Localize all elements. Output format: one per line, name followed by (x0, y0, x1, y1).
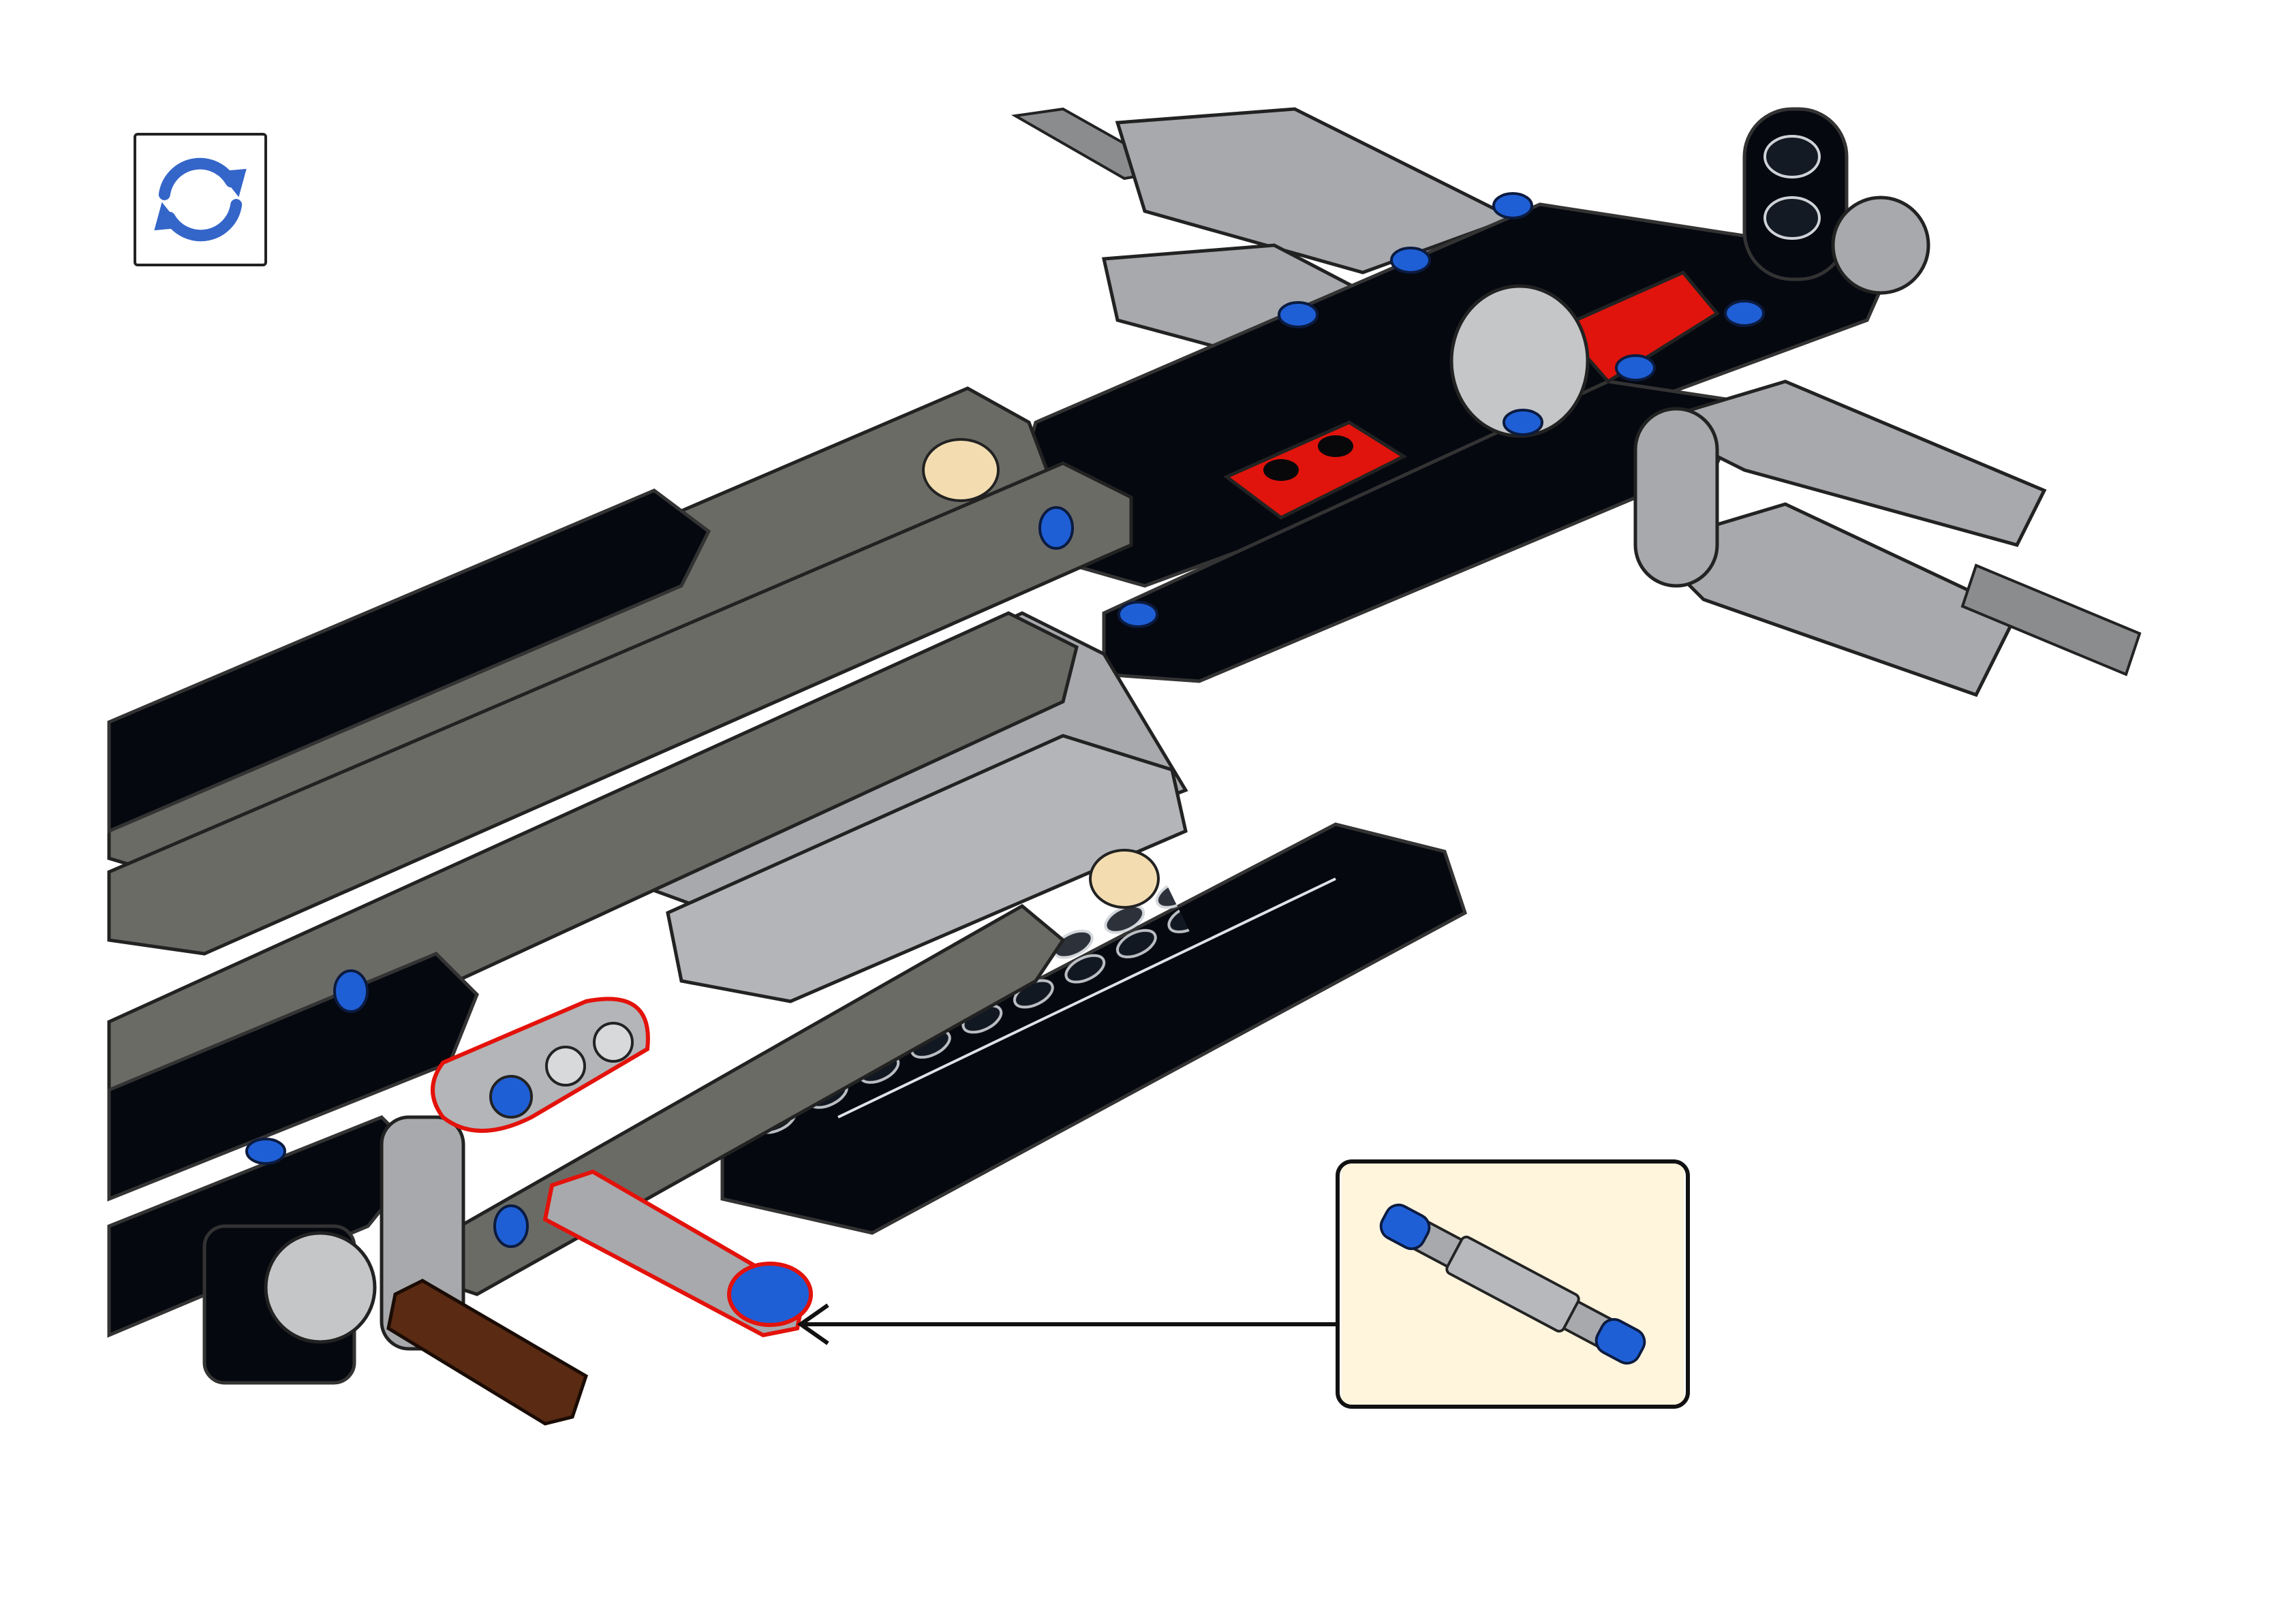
black-assembly-left (107, 488, 711, 1385)
gray-gear (1831, 196, 1930, 295)
rotate-indicator (134, 133, 267, 266)
gray-frame-right (1633, 379, 2142, 698)
black-post (1742, 107, 1849, 281)
dark-gray-beam-upper (107, 386, 1133, 956)
blue-pins (245, 192, 1765, 1248)
tan-connector-upper (922, 438, 1000, 502)
gray-cylinder (1449, 284, 1590, 438)
new-beam-highlight (431, 997, 650, 1133)
brown-axle (386, 1279, 589, 1426)
parts-callout (1336, 1159, 1690, 1409)
red-plate (1223, 420, 1408, 520)
new-pin-highlight (542, 1169, 813, 1338)
insert-arrow (797, 1303, 1339, 1345)
tan-connector-lower (1089, 849, 1160, 909)
long-pin-with-friction-icon (1341, 1164, 1684, 1405)
red-gear (1557, 270, 1720, 384)
rotate-model-icon (154, 157, 247, 242)
